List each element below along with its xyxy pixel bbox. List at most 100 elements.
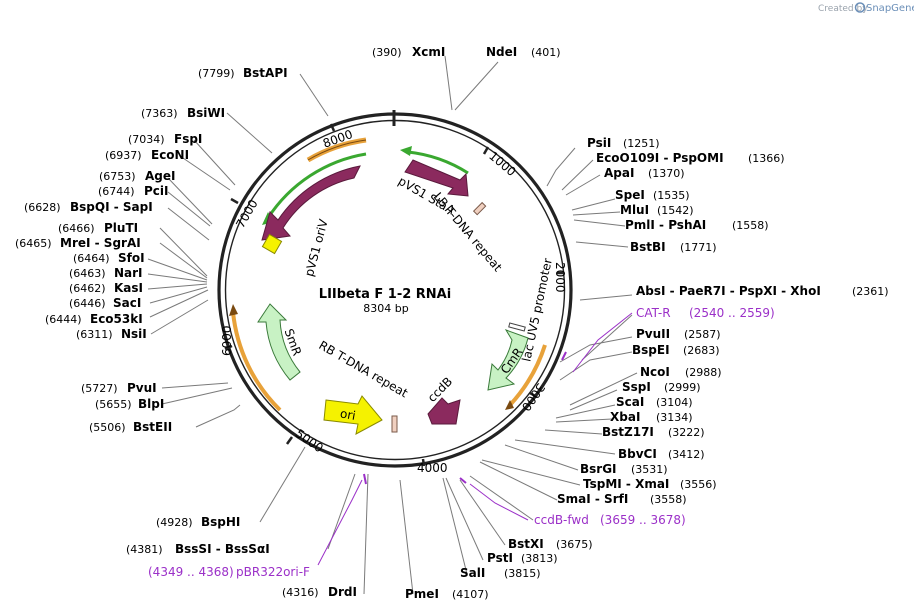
tick-label: 2000 [553,262,567,293]
enzyme-name[interactable]: BstBI [630,240,666,254]
enzyme-pos: (5655) [95,398,132,411]
enzyme-name[interactable]: BstEII [133,420,172,434]
enzyme-pos: (2361) [852,285,889,298]
enzyme-pos: (1558) [732,219,769,232]
enzyme-name[interactable]: TspMI - XmaI [583,477,669,491]
enzyme-name[interactable]: SfoI [118,251,145,265]
feature-lac-uv5-promoter[interactable] [508,322,526,332]
enzyme-name[interactable]: PsiI [587,136,611,150]
enzyme-name[interactable]: NdeI [486,45,517,59]
primer-range: (3659 .. 3678) [600,513,686,527]
enzyme-name[interactable]: ApaI [604,166,634,180]
enzyme-name[interactable]: PvuI [127,381,157,395]
enzyme-name[interactable]: PluTI [104,221,138,235]
feature-label-ori: ori [339,406,357,422]
enzyme-name[interactable]: BlpI [138,397,164,411]
enzyme-name[interactable]: SalI [460,566,485,580]
enzyme-pos: (3815) [504,567,541,580]
enzyme-pos: (6463) [69,267,106,280]
enzyme-name[interactable]: ScaI [616,395,644,409]
enzyme-pos: (6462) [69,282,106,295]
feature-ccdb[interactable] [427,397,461,425]
primer-range: (2540 .. 2559) [689,306,775,320]
primer-range: (4349 .. 4368) [148,565,234,579]
enzyme-name[interactable]: AbsI - PaeR7I - PspXI - XhoI [636,284,821,298]
enzyme-name[interactable]: BspHI [201,515,240,529]
tick-mark [329,123,336,132]
enzyme-pos: (1771) [680,241,717,254]
green-arrowhead [400,146,412,156]
enzyme-name[interactable]: PstI [487,551,513,565]
enzyme-pos: (6744) [98,185,135,198]
enzyme-pos: (6311) [76,328,113,341]
enzyme-name[interactable]: NsiI [121,327,147,341]
enzyme-pos: (6444) [45,313,82,326]
enzyme-name[interactable]: NcoI [640,365,670,379]
enzyme-name[interactable]: BssSI - BssSαI [175,542,270,556]
feature-rb-tdna-marker[interactable] [391,415,398,433]
enzyme-name[interactable]: NarI [114,266,143,280]
enzyme-pos: (2587) [684,328,721,341]
tick-mark [529,391,538,399]
enzyme-pos: (3813) [521,552,558,565]
orange-arc [508,344,547,407]
enzyme-name[interactable]: AgeI [145,169,175,183]
enzyme-name[interactable]: XbaI [610,410,640,424]
enzyme-name[interactable]: SacI [113,296,141,310]
tick-mark [230,197,239,205]
enzyme-name[interactable]: DrdI [328,585,357,599]
enzyme-pos: (7363) [141,107,178,120]
enzyme-name[interactable]: BbvCI [618,447,657,461]
feature-pvs1-repa[interactable] [261,165,361,241]
feature-pvs1-staa[interactable] [404,159,469,197]
enzyme-name[interactable]: PciI [144,184,169,198]
enzyme-name[interactable]: EcoNI [151,148,189,162]
enzyme-pos: (6753) [99,170,136,183]
feature-lb-tdna-marker[interactable] [472,201,487,216]
enzyme-name[interactable]: BspEI [632,343,670,357]
enzyme-pos: (7799) [198,67,235,80]
enzyme-name[interactable]: BsrGI [580,462,617,476]
enzyme-name[interactable]: BsiWI [187,106,225,120]
orange-arc-edge [307,139,367,161]
enzyme-pos: (6937) [105,149,142,162]
enzyme-pos: (4107) [452,588,489,601]
enzyme-pos: (1535) [653,189,690,202]
enzyme-name[interactable]: BstAPI [243,66,288,80]
enzyme-pos: (6628) [24,201,61,214]
feature-ori[interactable] [323,395,383,435]
enzyme-name[interactable]: MluI [620,203,649,217]
enzyme-pos: (1370) [648,167,685,180]
enzyme-name[interactable]: PvuII [636,327,670,341]
orange-arrowhead [229,304,238,316]
green-arc [407,150,469,175]
feature-cmr[interactable] [487,329,529,391]
enzyme-pos: (3134) [656,411,693,424]
enzyme-name[interactable]: SspI [622,380,651,394]
enzyme-name[interactable]: KasI [114,281,143,295]
enzyme-pos: (2988) [685,366,722,379]
enzyme-name[interactable]: SmaI - SrfI [557,492,628,506]
enzyme-name[interactable]: BstXI [508,537,544,551]
primer-name[interactable]: CAT-R [636,306,671,320]
enzyme-pos: (3556) [680,478,717,491]
tick-label: 6000 [220,325,234,356]
enzyme-name[interactable]: XcmI [412,45,445,59]
enzyme-name[interactable]: PmeI [405,587,439,601]
primer-name[interactable]: ccdB-fwd [534,513,589,527]
enzyme-name[interactable]: MreI - SgrAI [60,236,141,250]
primer-name[interactable]: pBR322ori-F [236,565,310,579]
tick-mark [224,344,233,351]
enzyme-name[interactable]: Eco53kI [90,312,143,326]
enzyme-name[interactable]: BstZ17I [602,425,654,439]
feature-smr[interactable] [257,303,301,381]
tick-mark [285,436,294,445]
enzyme-name[interactable]: FspI [174,132,202,146]
feature-pvs1-oriv[interactable] [261,233,283,255]
enzyme-name[interactable]: BspQI - SapI [70,200,153,214]
enzyme-pos: (1366) [748,152,785,165]
enzyme-name[interactable]: SpeI [615,188,645,202]
enzyme-name[interactable]: EcoO109I - PspOMI [596,151,724,165]
enzyme-name[interactable]: PmlI - PshAI [625,218,706,232]
